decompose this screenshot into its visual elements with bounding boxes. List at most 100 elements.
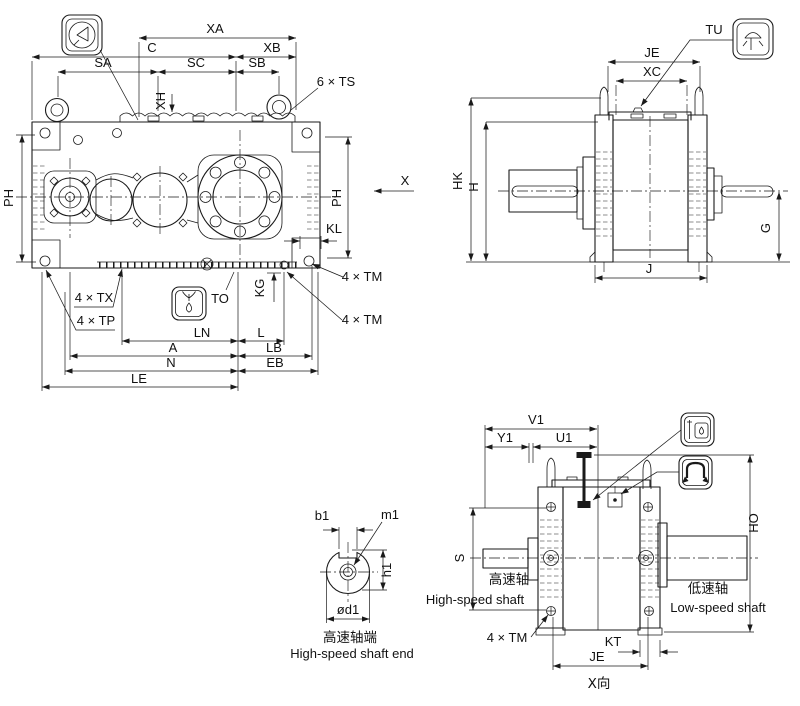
leader-tm-lower [286,271,343,321]
dim-label-kt: KT [605,634,622,649]
dim-label-d1: ød1 [337,602,359,617]
leader-tm-upper [311,263,344,278]
keyway-mask [339,549,357,558]
x-lifting-pins [546,457,652,489]
dim-label-xa: XA [206,21,224,36]
flange-slot [251,115,264,122]
d1-extensions [326,574,370,623]
oil-fill-plug [607,486,623,508]
leader-to [225,271,235,291]
dim-label-kg: KG [252,279,267,298]
input-bearing-cap [582,156,596,230]
leader-oil-fill [620,471,679,495]
dim-label-le: LE [131,371,147,386]
flange-slot [192,115,205,122]
x-right-bearing-hatch [641,519,659,598]
ls-shaft-label-zh: 低速轴 [688,581,729,597]
x-right-foot [637,627,663,636]
dim-label-xb: XB [263,40,280,55]
oil-dipstick [576,452,592,508]
drain-plug [200,257,214,271]
leader-tp [45,269,115,331]
cover-notch [617,476,629,481]
dim-label-g: G [758,223,773,233]
cover-notch [663,113,677,119]
dim-label-b1: b1 [315,508,329,523]
gear-case-body [612,119,689,251]
dim-label-h1: h1 [379,563,394,577]
leader-oil-level [592,429,682,501]
dim-label-sc: SC [187,55,205,70]
dim-label-ph-left: PH [1,189,16,207]
hs-shaft-center [543,550,559,566]
lifting-eye-right [266,94,292,120]
view-direction-label: X [401,173,410,188]
flange-slot [147,115,160,122]
dim-label-u1: U1 [556,430,573,445]
dim-label-sb: SB [248,55,265,70]
right-rib-hatch [307,165,320,230]
dim-label-ln: LN [194,325,211,340]
shaft-end-detail: b1 m1 h1 ød1 高速轴端 High-speed shaft end [290,507,414,661]
x-left-bearing-hatch [540,519,562,598]
x-direction-view: V1 Y1 U1 S HO 高速轴 High-speed shaft 低速轴 L… [426,412,766,692]
breather-vent-icon [732,18,774,60]
dim-label-c: C [147,40,156,55]
dim-label-eb: EB [266,355,283,370]
dim-label-sa: SA [94,55,112,70]
x-top-cover [551,479,651,488]
output-shaft [720,185,774,198]
dim-label-l: L [257,325,264,340]
leader-tx [74,268,123,308]
hs-bearing-cap [527,537,539,581]
output-cap-step [713,175,723,214]
dim-label-tm-upper: 4 × TM [342,269,383,284]
s-ho-extensions [469,454,754,633]
detail-centerlines [320,542,378,602]
dim-label-v1: V1 [528,412,544,427]
extension-lines-bottom [41,266,319,391]
high-speed-shaft [482,548,529,569]
leader-m1 [353,521,383,566]
flange-connectors [95,173,199,224]
cover-notch [566,476,578,481]
cover-notch [630,113,644,119]
top-flange-fins [119,112,296,122]
lifting-eye-left [44,97,70,123]
dim-label-j: J [646,261,653,276]
dim-label-y1: Y1 [497,430,513,445]
dim-label-ho: HO [746,513,761,533]
x-left-foot [535,627,566,636]
dim-label-tp: 4 × TP [77,313,115,328]
lifting-pins [599,86,704,115]
shaft-end-caption-en: High-speed shaft end [290,646,414,661]
dim-label-lb: LB [266,340,282,355]
centerlines [16,130,338,268]
hs-shaft-label-en: High-speed shaft [426,592,525,607]
dim-label-hk: HK [450,172,465,190]
oil-drain-icon [171,286,207,321]
ls-shaft-center [638,550,654,566]
dim-label-s: S [452,553,467,562]
output-bearing-cap [706,167,715,221]
breather-boss [632,107,644,113]
x-view-caption: X向 [588,676,611,692]
dim-label-ph-right: PH [329,189,344,207]
top-cover [608,111,692,121]
dim-label-je: JE [644,45,660,60]
corner-blocks [32,122,320,268]
ls-shaft-label-en: Low-speed shaft [670,600,766,615]
leader-ts [290,87,319,111]
extension-lines-ph [16,134,352,263]
dim-label-n: N [166,355,175,370]
dim-label-tm-lower: 4 × TM [342,312,383,327]
side-extension-lines [471,66,708,283]
tm-bolt-holes [546,502,654,616]
oil-level-gauge-icon [680,412,715,447]
oil-sight-glass-icon [61,14,103,56]
dim-label-je2: JE [589,649,605,664]
oil-fill-icon [678,455,713,490]
dim-label-xc: XC [643,64,661,79]
